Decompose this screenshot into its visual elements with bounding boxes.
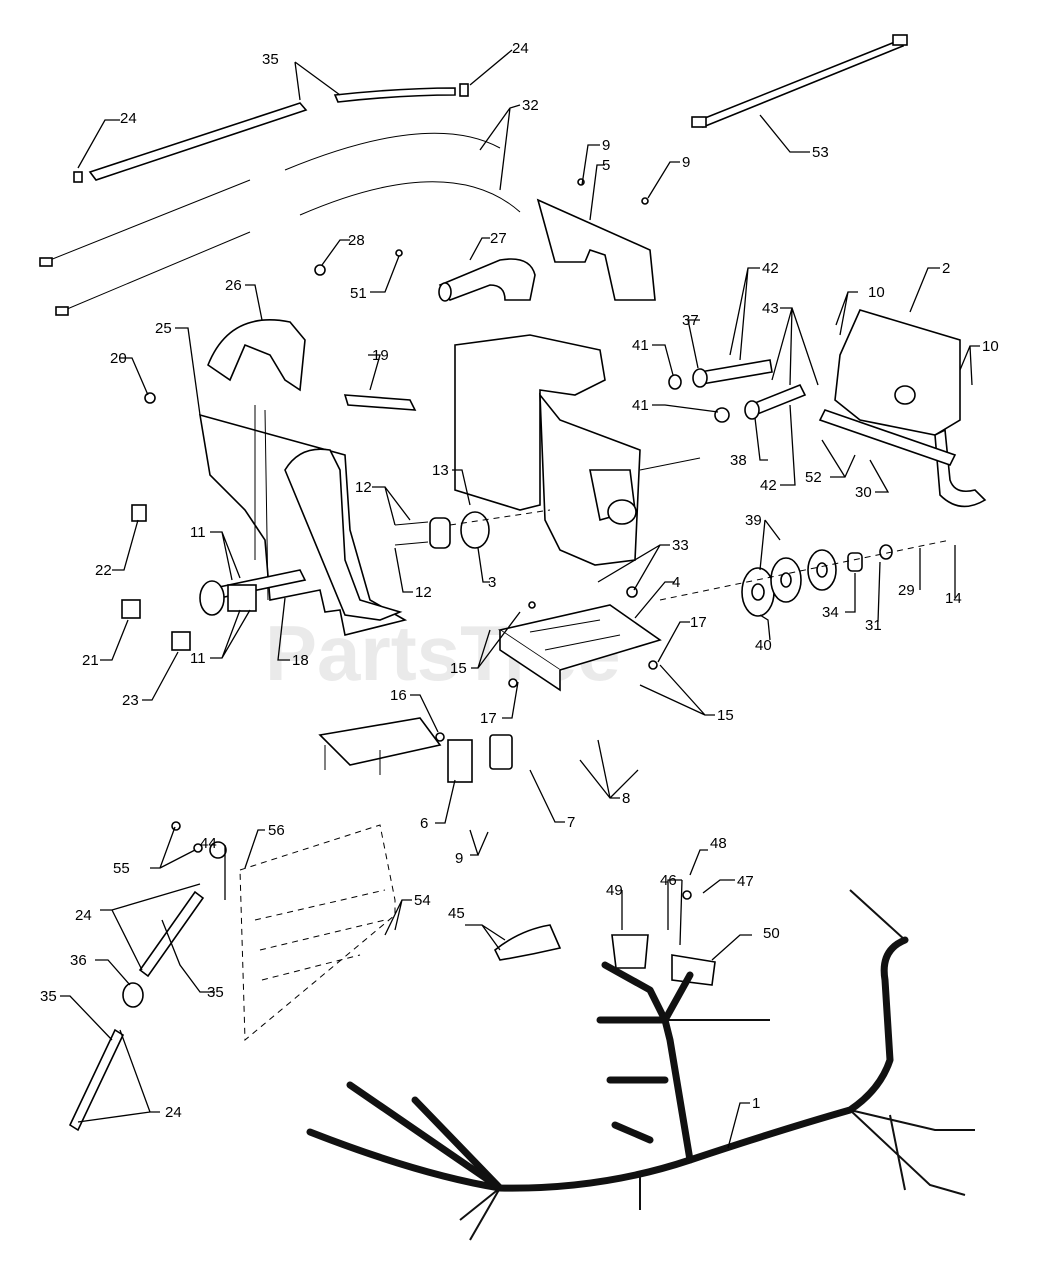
callout-24: 24: [512, 40, 529, 57]
callout-45: 45: [448, 905, 465, 922]
shaft-18: [199, 569, 307, 616]
base-plate-4: [498, 604, 662, 692]
callout-15: 15: [717, 707, 734, 724]
engine: [454, 334, 701, 566]
callout-24: 24: [75, 907, 92, 924]
callout-56: 56: [268, 822, 285, 839]
callout-7: 7: [567, 814, 575, 831]
callout-11: 11: [190, 650, 206, 667]
wiring-harness-1: [306, 889, 975, 1241]
callout-10: 10: [868, 284, 885, 301]
callout-3: 3: [488, 574, 496, 591]
pulleys-39-40: [659, 539, 951, 617]
callout-labels: 35 24 24 32 53 9 5 9 27 28 51 26 25 20 1…: [40, 40, 999, 1121]
harness-connectors: [493, 924, 716, 986]
callout-43: 43: [762, 300, 779, 317]
pto-parts: [394, 509, 551, 549]
leader-lines: [60, 49, 980, 1149]
cover-5: [536, 198, 656, 301]
callout-35: 35: [262, 51, 279, 68]
callout-24: 24: [120, 110, 137, 127]
callout-22: 22: [95, 562, 112, 579]
panel-54: [239, 824, 396, 1042]
callout-9: 9: [602, 137, 610, 154]
callout-28: 28: [348, 232, 365, 249]
callout-17: 17: [480, 710, 497, 727]
callout-9: 9: [455, 850, 463, 867]
callout-26: 26: [225, 277, 242, 294]
callout-29: 29: [898, 582, 915, 599]
hose-35-top: [73, 83, 469, 183]
callout-25: 25: [155, 320, 172, 337]
callout-30: 30: [855, 484, 872, 501]
callout-42: 42: [762, 260, 779, 277]
callout-37: 37: [682, 312, 699, 329]
callout-32: 32: [522, 97, 539, 114]
callout-23: 23: [122, 692, 139, 709]
callout-34: 34: [822, 604, 839, 621]
callout-35: 35: [40, 988, 57, 1005]
callout-24: 24: [165, 1104, 182, 1121]
callout-13: 13: [432, 462, 449, 479]
callout-39: 39: [745, 512, 762, 529]
callout-11: 11: [190, 524, 206, 541]
callout-15: 15: [450, 660, 467, 677]
callout-40: 40: [755, 637, 772, 654]
panel-19: [343, 394, 417, 411]
callout-12: 12: [355, 479, 372, 496]
bracket-6: [318, 717, 513, 783]
callout-10: 10: [982, 338, 999, 355]
callout-8: 8: [622, 790, 630, 807]
callout-46: 46: [660, 872, 677, 889]
callout-55: 55: [113, 860, 130, 877]
callout-19: 19: [372, 347, 389, 364]
callout-9: 9: [682, 154, 690, 171]
callout-41: 41: [632, 337, 649, 354]
callout-16: 16: [390, 687, 407, 704]
callout-1: 1: [752, 1095, 760, 1112]
muffler-2: [834, 309, 987, 508]
callout-54: 54: [414, 892, 431, 909]
callout-38: 38: [730, 452, 747, 469]
callout-53: 53: [812, 144, 829, 161]
callout-35: 35: [207, 984, 224, 1001]
callout-41: 41: [632, 397, 649, 414]
callout-31: 31: [865, 617, 882, 634]
callout-18: 18: [292, 652, 309, 669]
callout-14: 14: [945, 590, 962, 607]
callout-5: 5: [602, 157, 610, 174]
callout-42: 42: [760, 477, 777, 494]
callout-6: 6: [420, 815, 428, 832]
callout-49: 49: [606, 882, 623, 899]
callout-47: 47: [737, 873, 754, 890]
callout-51: 51: [350, 285, 367, 302]
callout-4: 4: [672, 574, 680, 591]
callout-20: 20: [110, 350, 127, 367]
callout-50: 50: [763, 925, 780, 942]
elbow-27: [438, 258, 536, 302]
tubes-37-38: [668, 359, 807, 423]
callout-27: 27: [490, 230, 507, 247]
callout-12: 12: [415, 584, 432, 601]
callout-52: 52: [805, 469, 822, 486]
heat-shield-30: [818, 409, 957, 466]
callout-21: 21: [82, 652, 99, 669]
shroud-26: [207, 319, 306, 392]
callout-2: 2: [942, 260, 950, 277]
callout-48: 48: [710, 835, 727, 852]
callout-17: 17: [690, 614, 707, 631]
callout-44: 44: [200, 835, 217, 852]
callout-33: 33: [672, 537, 689, 554]
hose-35-lower: [68, 890, 205, 1132]
housing-25: [199, 405, 408, 636]
cable-53: [691, 34, 908, 129]
callout-36: 36: [70, 952, 87, 969]
cable-32: [39, 132, 521, 316]
